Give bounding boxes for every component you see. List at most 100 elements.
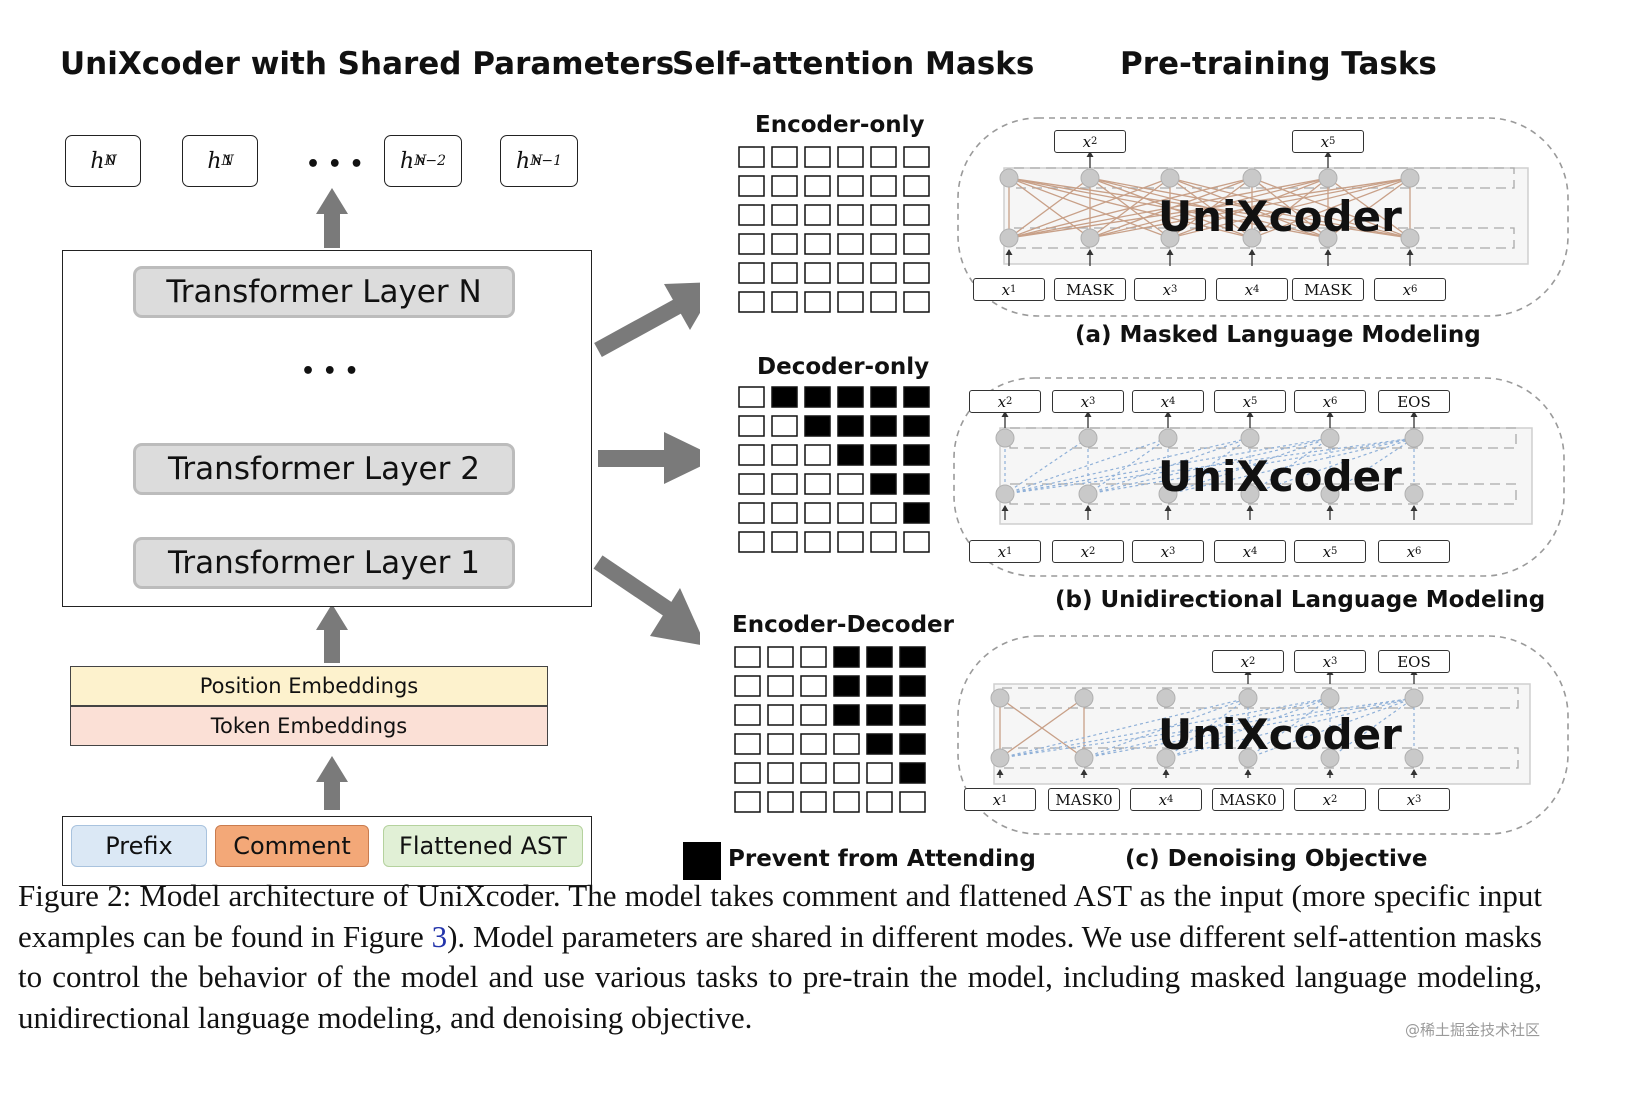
encoder-only-mask-cell (837, 204, 864, 226)
caption-text-1: Figure 2: Model architecture of UniXcode… (18, 878, 1542, 954)
encoder-only-mask-cell (738, 204, 765, 226)
ulm-output-token-var: x (997, 392, 1007, 411)
denoise-input-token-var: x (1322, 790, 1332, 809)
denoise-input-token-index: 3 (1415, 794, 1422, 805)
decoder-only-mask-cell (837, 502, 864, 524)
layers-ellipsis: • • • (301, 359, 359, 384)
decoder-only-mask-cell (837, 415, 864, 437)
ulm-attention-link (1004, 437, 1169, 495)
ulm-panel (953, 377, 1565, 577)
hidden-state-n-2-base: h (399, 148, 415, 174)
mlm-input-token: MASK (1292, 278, 1364, 301)
hidden-state-0-sup: N (104, 153, 117, 169)
denoise-top-node (1404, 688, 1424, 708)
denoise-decoder-link (1083, 697, 1415, 759)
denoise-input-arrow-head (1410, 769, 1418, 775)
mlm-bottom-node (1318, 228, 1338, 248)
ulm-input-arrow-head (1001, 505, 1009, 511)
denoise-bottom-node (990, 748, 1010, 768)
ulm-input-token-var: x (1322, 542, 1332, 561)
denoise-output-token-var: x (1240, 652, 1250, 671)
figure-ref-link[interactable]: 3 (431, 918, 448, 954)
ulm-top-node (1240, 428, 1260, 448)
mlm-input-token-index: 3 (1171, 284, 1178, 295)
denoise-output-token-index: 2 (1249, 656, 1256, 667)
decoder-only-mask-cell (771, 415, 798, 437)
ulm-bottom-node (995, 484, 1015, 504)
mlm-top-node (1318, 168, 1338, 188)
mlm-output-token-index: 5 (1329, 136, 1336, 147)
embedding-arrow-head (316, 604, 348, 630)
decoder-only-mask-cell (837, 531, 864, 553)
ulm-bottom-node (1240, 484, 1260, 504)
encoder-only-mask-cell (870, 262, 897, 284)
fan-arrow-encoder (594, 297, 684, 358)
encoder-decoder-mask-cell (899, 646, 926, 668)
decoder-only-mask-cell (804, 386, 831, 408)
ulm-output-arrow-head (1246, 411, 1254, 417)
mlm-output-token-index: 2 (1091, 136, 1098, 147)
encoder-only-label: Encoder-only (755, 112, 925, 138)
decoder-only-mask-cell (870, 386, 897, 408)
encoder-only-mask-cell (804, 291, 831, 313)
decoder-only-mask-cell (738, 502, 765, 524)
mlm-input-arrow-head (1406, 249, 1414, 255)
mlm-attention-link (1008, 177, 1091, 239)
ulm-top-node (1158, 428, 1178, 448)
mlm-input-token: MASK (1054, 278, 1126, 301)
ulm-attention-link (1087, 437, 1415, 495)
encoder-only-mask-cell (771, 146, 798, 168)
encoder-decoder-mask (734, 646, 926, 813)
ulm-input-token-var: x (1160, 542, 1170, 561)
mlm-input-token-index: 4 (1253, 284, 1260, 295)
decoder-only-label: Decoder-only (757, 354, 930, 380)
denoise-decoder-link (1083, 697, 1249, 759)
ulm-top-node (1078, 428, 1098, 448)
hidden-state-n-2-sub: n−2 (416, 153, 447, 169)
ulm-output-arrow-head (1084, 411, 1092, 417)
decoder-only-mask (738, 386, 930, 553)
mlm-input-arrow-head (1166, 249, 1174, 255)
ulm-bottom-node (1320, 484, 1340, 504)
encoder-decoder-mask-cell (899, 704, 926, 726)
decoder-only-mask-cell (903, 531, 930, 553)
transformer-layer-n-label: Transformer Layer N (166, 274, 482, 310)
encoder-only-mask-cell (837, 262, 864, 284)
decoder-only-mask-cell (804, 502, 831, 524)
decoder-only-mask-cell (738, 415, 765, 437)
denoise-input-arrow-head (996, 769, 1004, 775)
ulm-output-token-index: 6 (1331, 396, 1338, 407)
decoder-only-mask-cell (837, 386, 864, 408)
encoder-decoder-mask-cell (767, 791, 794, 813)
token-embeddings-label: Token Embeddings (210, 714, 408, 738)
hidden-states-ellipsis: • • • (306, 152, 364, 177)
mlm-attention-link (1008, 177, 1411, 239)
encoder-only-mask-cell (738, 291, 765, 313)
ulm-input-token-index: 4 (1251, 546, 1258, 557)
fan-arrow-encoder-head (664, 282, 700, 330)
encoder-only-mask-cell (870, 291, 897, 313)
encoder-decoder-mask-cell (767, 646, 794, 668)
denoise-top-node (990, 688, 1010, 708)
denoise-encoder-link (999, 697, 1085, 759)
watermark: @稀土掘金技术社区 (1404, 1021, 1540, 1039)
mlm-input-arrow-head (1086, 249, 1094, 255)
ulm-output-token-index: 5 (1251, 396, 1258, 407)
mlm-bottom-node (999, 228, 1019, 248)
encoder-only-mask-cell (738, 262, 765, 284)
encoder-decoder-mask-cell (899, 675, 926, 697)
decoder-only-mask-cell (804, 444, 831, 466)
denoise-model-name: UniXcoder (1158, 710, 1402, 759)
decoder-only-mask-cell (771, 502, 798, 524)
